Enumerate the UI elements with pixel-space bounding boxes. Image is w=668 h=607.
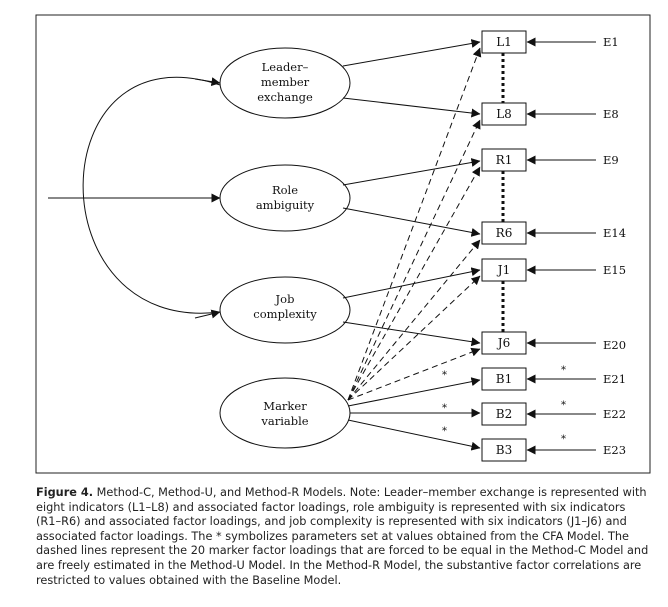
figure-frame	[35, 14, 651, 474]
caption-text: Method-C, Method-U, and Method-R Models.…	[36, 486, 649, 587]
marker-to-b-loadings	[347, 377, 481, 451]
indicator-B3-label: B3	[496, 443, 512, 457]
factor-marker-line1: Marker	[263, 399, 307, 413]
factor-lmx-ellipse	[219, 47, 351, 119]
indicator-boxes	[481, 30, 527, 462]
marker-loadings-dashed	[347, 47, 482, 401]
factor-marker-ellipse	[219, 377, 351, 449]
indicator-R1-box	[481, 148, 527, 172]
error-E22-label: E22	[603, 407, 626, 421]
indicator-J1-label: J1	[496, 263, 510, 277]
indicator-B3-box	[481, 438, 527, 462]
indicator-R6-box	[481, 221, 527, 245]
star-marker-b2: *	[442, 403, 447, 414]
star-marker-b1: *	[442, 370, 447, 381]
path-diagram: Leader– member exchange Role ambiguity J…	[35, 14, 651, 474]
factor-job-line1: Job	[275, 292, 295, 306]
error-E15-label: E15	[603, 263, 626, 277]
indicator-L1-box	[481, 30, 527, 54]
figure-caption: Figure 4. Method-C, Method-U, and Method…	[36, 486, 650, 588]
factor-role-ellipse	[219, 164, 351, 232]
error-E14-label: E14	[603, 226, 626, 240]
substantive-loadings	[342, 39, 481, 347]
error-E1-label: E1	[603, 35, 619, 49]
star-error-e22: *	[561, 400, 566, 411]
star-error-e21: *	[561, 365, 566, 376]
indicator-B2-label: B2	[496, 407, 512, 421]
factor-correlation-arc	[48, 76, 221, 319]
error-E23-label: E23	[603, 443, 626, 457]
star-marker-b3: *	[442, 426, 447, 437]
indicator-L1-label: L1	[496, 35, 512, 49]
error-E20-label: E20	[603, 338, 626, 352]
factor-lmx-line3: exchange	[257, 90, 313, 104]
factor-role-line1: Role	[272, 183, 298, 197]
indicator-B1-label: B1	[496, 372, 512, 386]
error-arrows	[526, 37, 596, 455]
factor-lmx-line2: member	[261, 75, 310, 89]
indicator-J1-box	[481, 258, 527, 282]
indicator-J6-box	[481, 331, 527, 355]
indicator-R6-label: R6	[496, 226, 513, 240]
indicator-J6-label: J6	[496, 336, 510, 350]
indicator-R1-label: R1	[496, 153, 513, 167]
factor-lmx-line1: Leader–	[262, 60, 309, 74]
indicator-B2-box	[481, 402, 527, 426]
factor-job-line2: complexity	[253, 307, 317, 321]
factor-marker-line2: variable	[260, 414, 308, 428]
error-E21-label: E21	[603, 372, 626, 386]
indicator-L8-label: L8	[496, 107, 512, 121]
caption-label: Figure 4.	[36, 486, 94, 499]
indicator-B1-box	[481, 367, 527, 391]
factor-role-line2: ambiguity	[256, 198, 315, 212]
indicator-L8-box	[481, 102, 527, 126]
star-error-e23: *	[561, 434, 566, 445]
error-E8-label: E8	[603, 107, 619, 121]
error-E9-label: E9	[603, 153, 619, 167]
factor-job-ellipse	[219, 276, 351, 344]
